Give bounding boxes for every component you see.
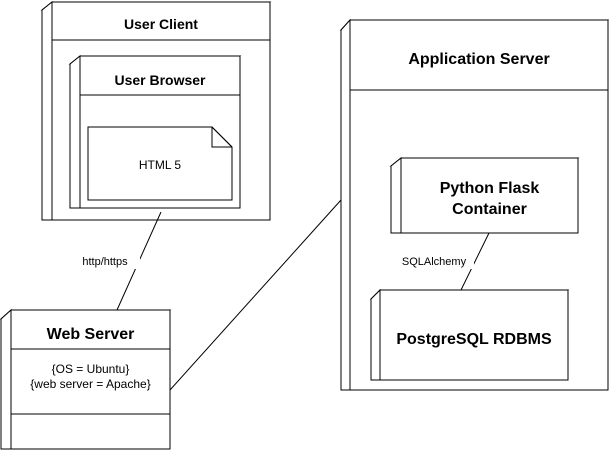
web-server-property-apache: {web server = Apache} (30, 377, 151, 391)
postgres-node (369, 288, 570, 381)
user-browser-title: User Browser (114, 72, 206, 88)
web-app-connector (169, 199, 342, 391)
postgres-title: PostgreSQL RDBMS (396, 331, 552, 348)
flask-container-title-line2: Container (452, 201, 527, 218)
flask-db-connector-label: SQLAlchemy (394, 256, 474, 270)
web-server-property-os: {OS = Ubuntu} (51, 362, 130, 376)
html5-artifact (87, 126, 233, 201)
application-server-title: Application Server (408, 51, 550, 68)
html5-label: HTML 5 (138, 158, 182, 172)
user-client-title: User Client (124, 16, 198, 32)
web-server-node (0, 308, 172, 450)
flask-db-connector (460, 232, 490, 291)
flask-container-node (389, 156, 580, 234)
client-web-connector-label: http/https (70, 256, 140, 270)
web-server-title: Web Server (46, 326, 135, 343)
flask-container-title-line1: Python Flask (439, 180, 540, 197)
